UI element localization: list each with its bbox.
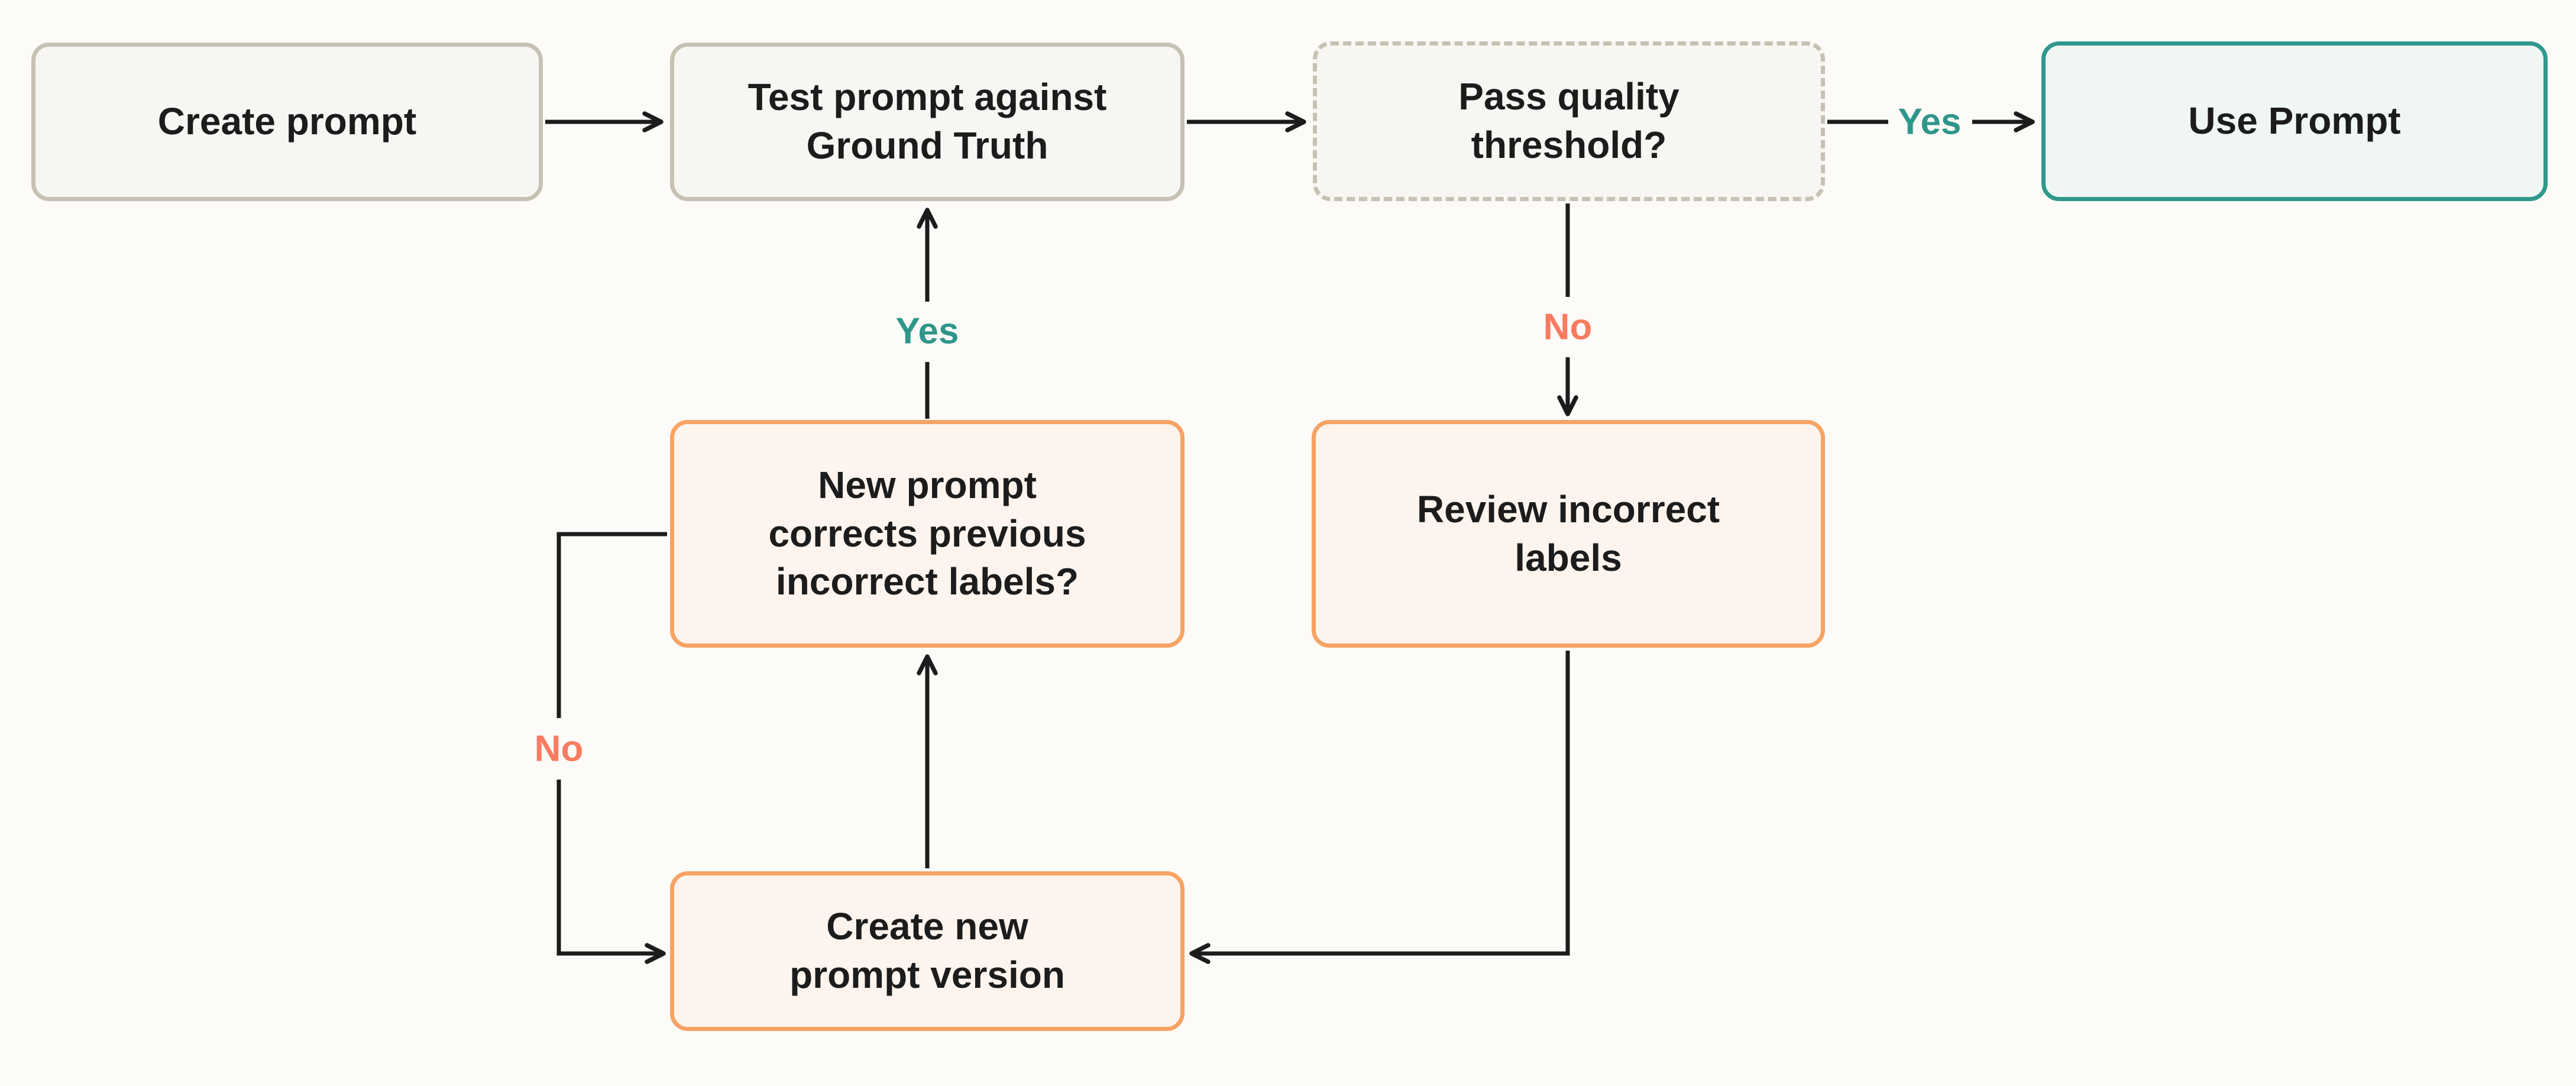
edge-label-no-review: No [1539,305,1596,350]
node-create-prompt: Create prompt [31,43,543,201]
node-use-prompt: Use Prompt [2041,41,2548,201]
edge-no-loop-to-version [556,780,666,964]
edge-review-to-version [1189,651,1570,964]
node-pass-quality-threshold: Pass quality threshold? [1313,41,1825,201]
edge-label-yes-retest: Yes [892,309,963,354]
node-review-incorrect-labels: Review incorrect labels [1312,420,1825,648]
node-new-prompt-corrects-labels: New prompt corrects previous incorrect l… [670,420,1185,648]
node-test-prompt: Test prompt against Ground Truth [670,43,1185,201]
edge-corrects-to-no-loop [556,532,667,718]
edge-label-yes-use-prompt: Yes [1894,99,1965,144]
node-create-new-prompt-version: Create new prompt version [670,871,1185,1031]
edge-label-no-new-version: No [530,726,587,771]
